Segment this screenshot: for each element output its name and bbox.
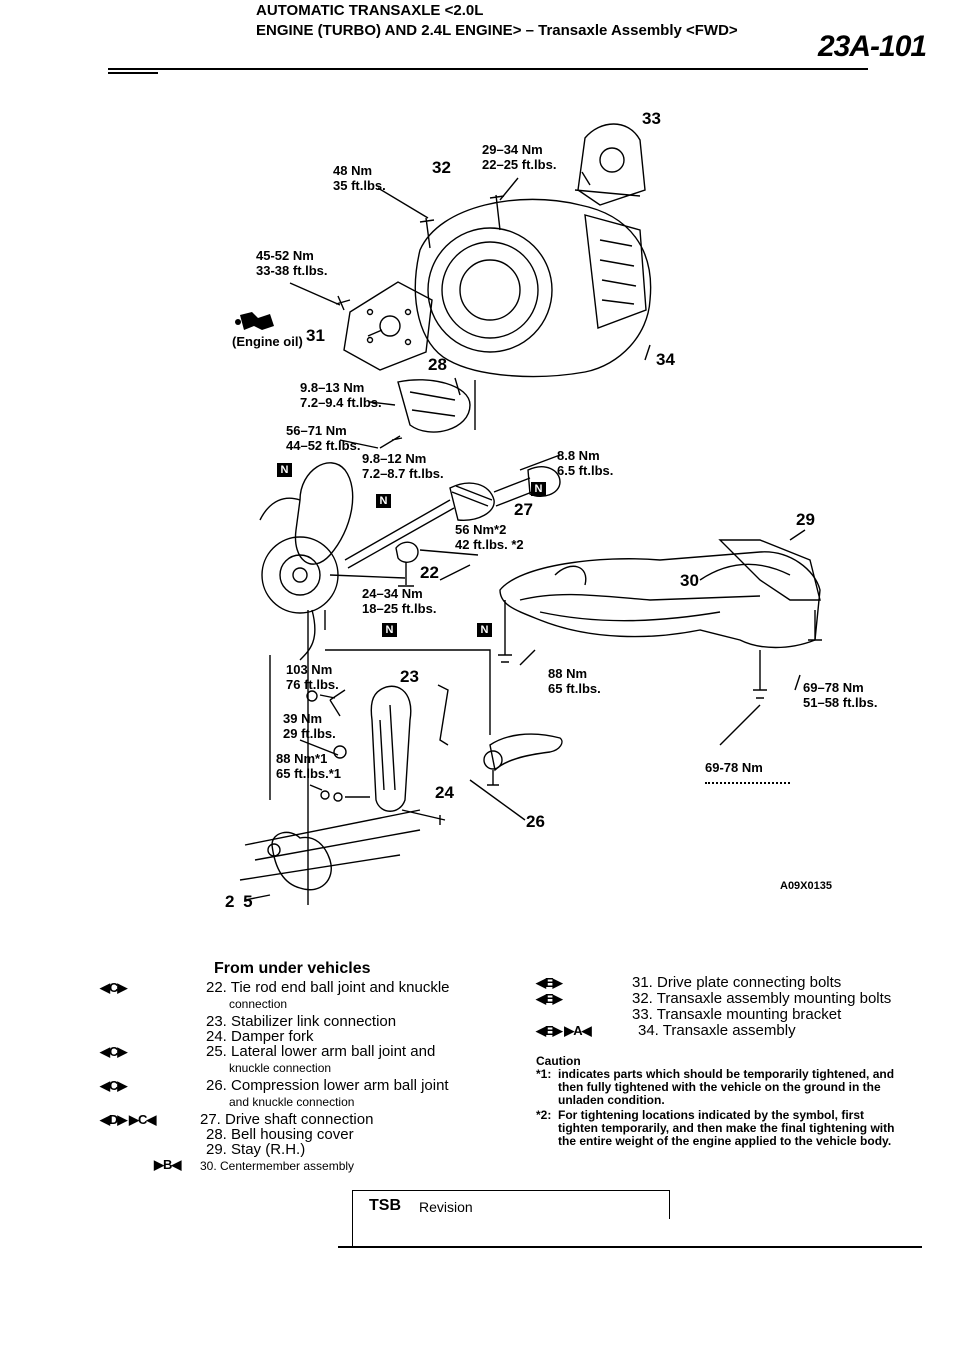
footer-rule [338, 1246, 922, 1248]
ref-28: 28 [428, 355, 447, 374]
engine-oil-can-icon [240, 312, 274, 330]
torque-label-69-78nm-b: 69-78 Nm [705, 760, 763, 775]
stay-rh [718, 539, 821, 601]
legend-item-30: ▶B◀ 30. Centermember assembly [154, 1157, 355, 1173]
legend-item-24: 24. Damper fork [206, 1028, 314, 1045]
ref-31: 31 [306, 326, 325, 345]
tie-rod-end [395, 541, 419, 563]
torque-label-45-52nm: 45-52 Nm 33-38 ft.lbs. [256, 248, 328, 278]
n-marker: N [531, 482, 546, 496]
legend-right: ◀E▶ 31. Drive plate connecting bolts ◀E▶… [536, 975, 916, 1039]
damper-fork [370, 685, 412, 812]
torque-label-29-34nm: 29–34 Nm 22–25 ft.lbs. [482, 142, 557, 172]
caution-note-1: *1: indicates parts which should be temp… [536, 1067, 895, 1107]
legend-item-31: ◀E▶ 31. Drive plate connecting bolts [536, 974, 842, 991]
legend-item-33: 33. Transaxle mounting bracket [632, 1006, 842, 1023]
torque-label-9-8-13nm: 9.8–13 Nm 7.2–9.4 ft.lbs. [300, 380, 382, 410]
ref-26: 26 [526, 812, 545, 831]
drive-shaft [344, 499, 455, 569]
revision-label: Revision [419, 1199, 473, 1215]
legend-item-29: 29. Stay (R.H.) [206, 1141, 306, 1158]
ref-32: 32 [432, 158, 451, 177]
ref-34: 34 [656, 350, 675, 369]
drive-plate [343, 281, 433, 371]
torque-label-48nm: 48 Nm 35 ft.lbs. [333, 163, 386, 193]
caution-note-2: *2: For tightening locations indicated b… [536, 1108, 895, 1148]
ref-22: 22 [420, 563, 439, 582]
torque-label-69-78nm-a: 69–78 Nm 51–58 ft.lbs. [803, 680, 878, 710]
page-number: 23A-101 [818, 30, 927, 63]
legend-item-32: ◀E▶ 32. Transaxle assembly mounting bolt… [536, 990, 892, 1007]
caution-title: Caution [536, 1054, 581, 1068]
ref-27: 27 [514, 500, 533, 519]
torque-label-69-78nm-b-smudge [705, 776, 790, 784]
transaxle-case [414, 198, 652, 378]
legend-left: ◀C▶ 22. Tie rod end ball joint and knuck… [100, 979, 480, 1173]
n-marker: N [477, 623, 492, 637]
header-rule-accent [108, 72, 158, 74]
ref-23: 23 [400, 667, 419, 686]
header-rule [108, 68, 868, 70]
legend-item-28: 28. Bell housing cover [206, 1126, 354, 1143]
legend-item-23: 23. Stabilizer link connection [206, 1013, 397, 1030]
engine-oil-label: (Engine oil) [232, 334, 303, 349]
bell-housing-cover [397, 379, 471, 433]
ref-29: 29 [796, 510, 815, 529]
torque-label-56nm: 56 Nm*2 42 ft.lbs. *2 [455, 522, 524, 552]
ref-24: 24 [435, 783, 454, 802]
transaxle-mount-bracket [577, 123, 646, 206]
legend-item-34: ◀E▶ ▶A◀ 34. Transaxle assembly [536, 1022, 796, 1039]
legend-item-26: ◀C▶ 26. Compression lower arm ball joint… [100, 1077, 449, 1109]
note-from-under-vehicles: From under vehicles [214, 960, 371, 977]
knuckle [294, 462, 354, 565]
header-line-1: AUTOMATIC TRANSAXLE <2.0L [256, 2, 484, 19]
n-marker: N [376, 494, 391, 508]
ref-33: 33 [642, 109, 661, 128]
centermember [499, 551, 821, 649]
figure-code: A09X0135 [780, 880, 832, 892]
n-marker: N [382, 623, 397, 637]
tsb-box-edge [352, 1218, 353, 1248]
tsb-revision-box: TSB Revision [352, 1190, 670, 1219]
torque-label-9-8-12nm: 9.8–12 Nm 7.2–8.7 ft.lbs. [362, 451, 444, 481]
ref-30: 30 [680, 571, 699, 590]
ref-25: 2 5 [225, 892, 255, 911]
torque-label-56-71nm: 56–71 Nm 44–52 ft.lbs. [286, 423, 361, 453]
bell-housing-ring [427, 227, 553, 353]
caution-block: Caution *1: indicates parts which should… [536, 1055, 898, 1148]
torque-label-39nm: 39 Nm 29 ft.lbs. [283, 711, 336, 741]
lateral-lower-arm [271, 831, 332, 891]
tsb-label: TSB [369, 1197, 401, 1214]
torque-label-8-8nm: 8.8 Nm 6.5 ft.lbs. [557, 448, 614, 478]
legend-item-22: ◀C▶ 22. Tie rod end ball joint and knuck… [100, 979, 450, 1011]
legend-item-27: ◀D▶ ▶C◀ 27. Drive shaft connection [100, 1111, 374, 1128]
torque-label-88nm: 88 Nm 65 ft.lbs. [548, 666, 601, 696]
transaxle-exploded-diagram [235, 123, 822, 905]
torque-label-88nm-star1: 88 Nm*1 65 ft.lbs.*1 [276, 751, 342, 781]
header-line-2: ENGINE (TURBO) AND 2.4L ENGINE> – Transa… [256, 22, 738, 39]
torque-label-103nm: 103 Nm 76 ft.lbs. [286, 662, 339, 692]
legend-item-25: ◀C▶ 25. Lateral lower arm ball joint and… [100, 1043, 436, 1075]
torque-label-24-34nm: 24–34 Nm 18–25 ft.lbs. [362, 586, 437, 616]
compression-lower-arm [489, 733, 563, 772]
brake-disc [261, 536, 339, 614]
n-marker: N [277, 463, 292, 477]
